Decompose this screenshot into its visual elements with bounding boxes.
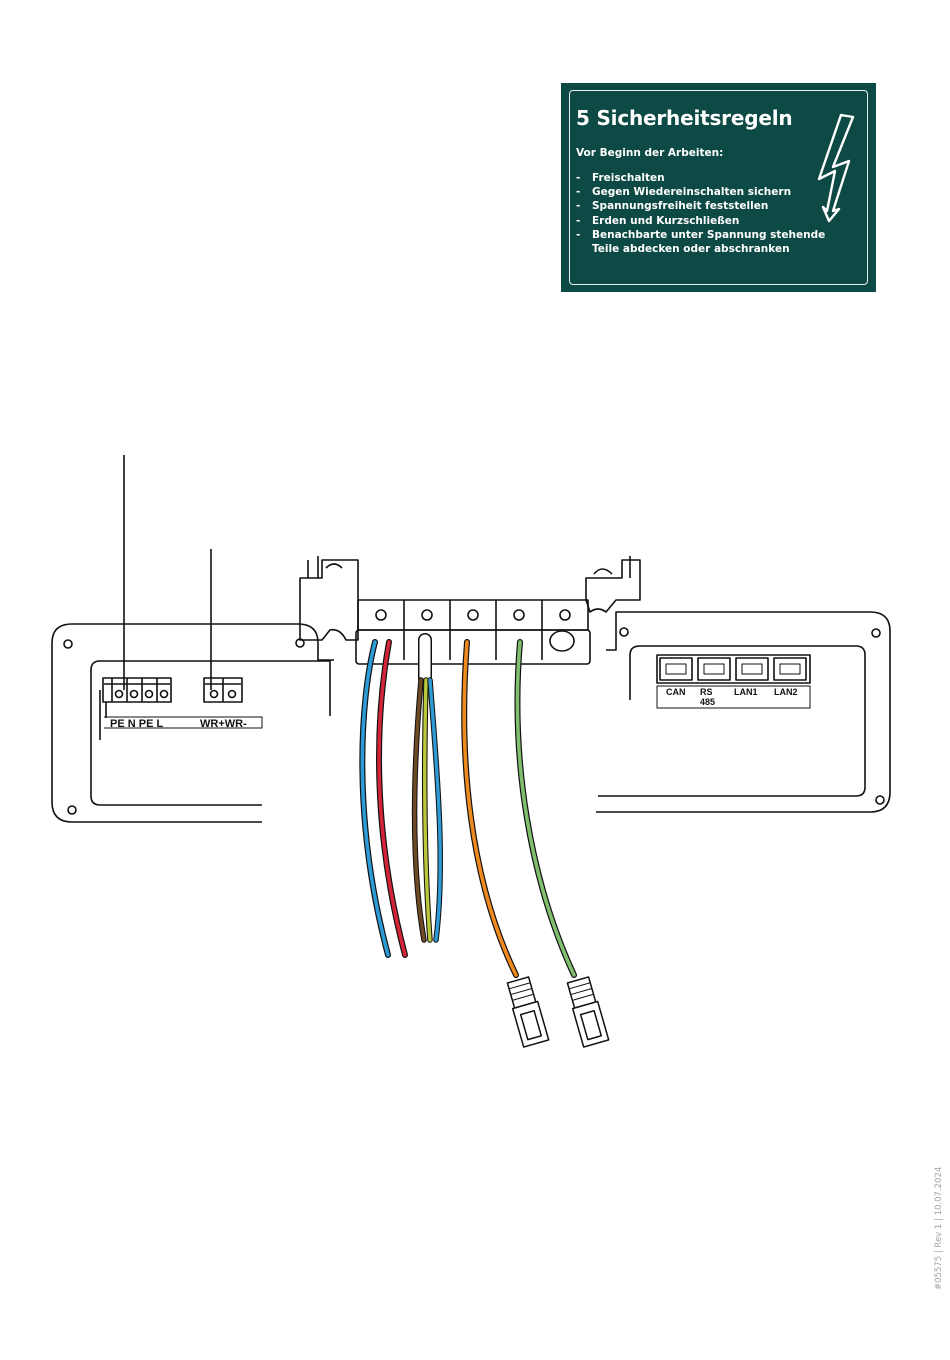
cable-gland-strip [358,600,588,630]
blind-gland [550,631,574,651]
screw-hole [68,806,76,814]
screw-hole [876,796,884,804]
gland-screw [468,610,478,620]
gland-screw [376,610,386,620]
terminal-label-inverter: WR+WR- [200,718,247,730]
terminal-slots [104,678,170,702]
wire-outline [464,642,516,975]
port-label-rs: RS [700,687,713,697]
port-label-can: CAN [666,687,686,697]
port-label-lan1: LAN1 [734,687,758,697]
rj45-port-can[interactable] [660,658,692,680]
right-inner-panel [598,646,865,796]
screw-hole [872,629,880,637]
mains-terminal-block [103,678,171,702]
terminal-lever [211,691,218,698]
terminal-lever [146,691,153,698]
terminal-lever [131,691,138,698]
right-housing-plate [596,612,890,812]
network-cable-green [517,642,574,975]
terminal-label-mains: PE N PE L [110,718,163,730]
rj45-port-lan1[interactable] [736,658,768,680]
rj45-contacts [666,664,800,674]
rj45-port-strip [657,655,810,683]
terminal-lever [161,691,168,698]
port-label-lan2: LAN2 [774,687,798,697]
rj45-port-rs485[interactable] [698,658,730,680]
terminal-lever [116,691,123,698]
gland-screw [422,610,432,620]
rj45-port-lan2[interactable] [774,658,806,680]
terminal-lever [229,691,236,698]
rj45-plug-green [566,976,609,1047]
screw-hole [620,628,628,636]
document-info: #05575 | Rev 1 | 10.07.2024 [934,1167,944,1290]
left-housing-plate [52,624,334,822]
gland-screw [560,610,570,620]
gland-screw [514,610,524,620]
right-mounting-bracket [586,560,640,612]
port-label-485: 485 [700,697,715,707]
screw-hole [64,640,72,648]
rj45-plug-orange [506,976,549,1047]
